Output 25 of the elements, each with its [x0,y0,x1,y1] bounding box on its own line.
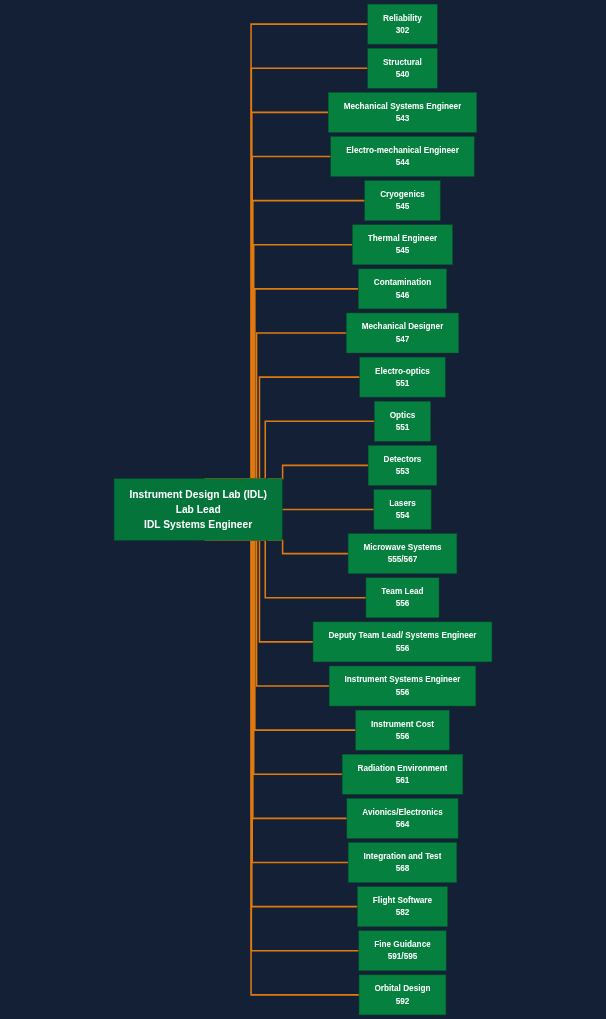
node-box: Electro-optics 551 [359,356,446,398]
node-box: Radiation Environment 561 [341,754,464,795]
node-box: Integration and Test 568 [347,842,458,883]
node-box: Flight Software 582 [357,886,448,927]
node-box: Avionics/Electronics 564 [346,798,459,839]
node-box: Reliability 302 [367,3,438,45]
node-box: Deputy Team Lead/ Systems Engineer 556 [312,621,493,663]
node-box: Contamination 546 [358,268,447,310]
node-box: Mechanical Systems Engineer 543 [327,92,477,133]
node-box: Mechanical Designer 547 [346,312,459,354]
node-box: Instrument Systems Engineer 556 [328,665,477,707]
node-box: Structural 540 [367,47,438,89]
node-box: Orbital Design 592 [358,974,447,1016]
node-box: Microwave Systems 555/567 [347,533,458,574]
node-box: Fine Guidance 591/595 [358,930,447,972]
node-box: Lasers 554 [373,489,432,530]
node-box: Detectors 553 [367,445,438,486]
connector [281,508,375,511]
node-box: Thermal Engineer 545 [352,224,453,265]
node-box: Team Lead 556 [365,577,440,618]
node-box: Electro-mechanical Engineer 544 [330,136,475,177]
node-box: Instrument Design Lab (IDL) Lab Lead IDL Systems Engineer [113,478,283,541]
node-box: Instrument Cost 556 [355,709,450,751]
node-box: Optics 551 [374,401,431,442]
node-box: Cryogenics 545 [364,180,441,221]
